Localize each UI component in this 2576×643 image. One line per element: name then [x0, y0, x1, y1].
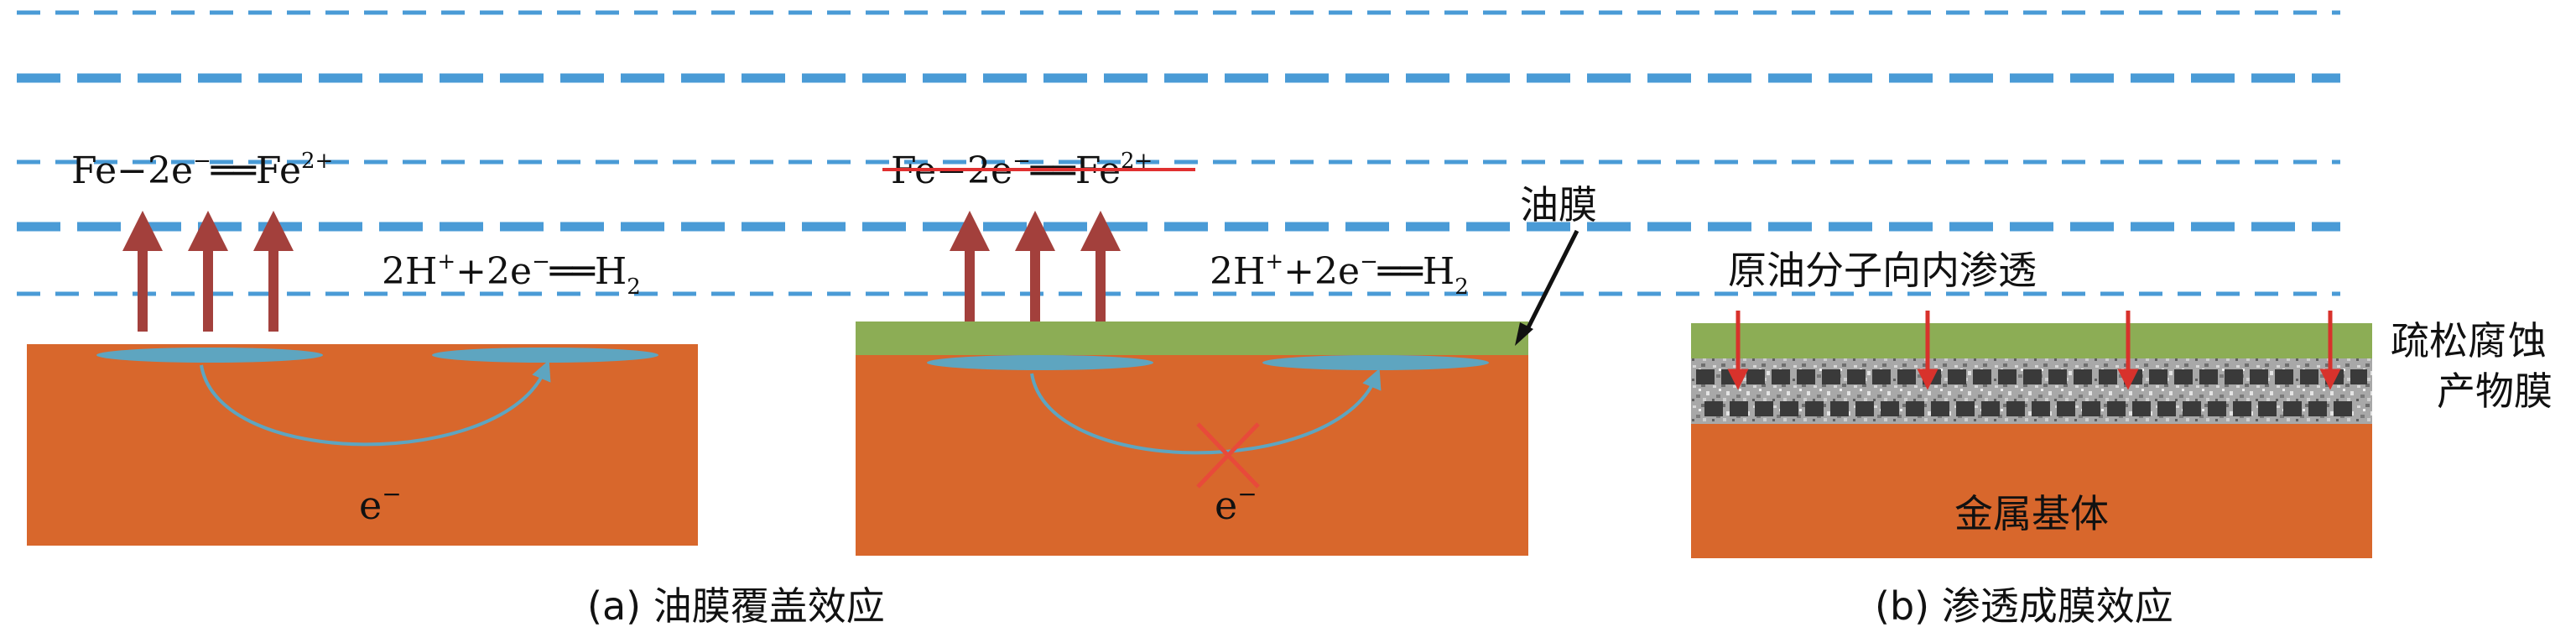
anode-ellipse-a2-left: [927, 355, 1153, 370]
hydrogen-reaction-a2: 2H++2e−══H2: [1210, 249, 1469, 300]
fe-ion-arrows-a: [122, 211, 294, 332]
oil-film-label: 油膜: [1520, 182, 1597, 227]
panel-a-bare-metal: Fe−2e−══Fe2+ 2H++2e−══H2 e− (a) 油膜覆盖效应: [27, 149, 885, 629]
corrosion-film-label-2: 蚀: [2508, 318, 2547, 363]
panel-a-oil-covered: Fe−2e−══Fe2+ 2H++2e−══H2 油膜 e−: [856, 149, 1597, 556]
oil-film-pointer: [1522, 229, 1579, 336]
fe-oxidation-reaction-a: Fe−2e−══Fe2+: [71, 149, 333, 192]
electron-label-a2: e−: [1215, 480, 1257, 528]
corrosion-film-blocks: [1696, 369, 2367, 416]
corrosion-film-label: 疏松腐: [2391, 318, 2506, 363]
caption-b: (b) 渗透成膜效应: [1875, 583, 2173, 629]
penetration-arrows: [1727, 311, 2341, 390]
metal-substrate-label: 金属基体: [1954, 491, 2109, 536]
corrosion-film-label-3: 产物膜: [2437, 369, 2553, 414]
electron-label-a: e−: [359, 480, 402, 528]
fluid-dashed-lines: [17, 10, 2340, 296]
anode-ellipse-a-left: [96, 348, 323, 363]
blocked-cross: [1196, 422, 1260, 489]
metal-substrate-b: [1691, 420, 2372, 558]
penetration-label: 原油分子向内渗透: [1728, 248, 2037, 293]
anode-ellipse-a2-right: [1262, 355, 1489, 370]
anode-ellipse-a-right: [432, 348, 658, 363]
electron-flow-a: [200, 359, 551, 447]
caption-a: (a) 油膜覆盖效应: [587, 583, 885, 629]
oil-film-layer-b: [1691, 323, 2372, 358]
electron-flow-a2: [1030, 368, 1382, 455]
fe-ion-arrows-a2: [950, 211, 1121, 322]
oil-film-layer: [856, 322, 1528, 355]
panel-b-penetration: 原油分子向内渗透 疏松腐 蚀 产物膜 金属基体 (b) 渗透成膜效应: [1691, 248, 2553, 629]
oil-film-pointer-head: [1515, 322, 1533, 346]
hydrogen-reaction-a: 2H++2e−══H2: [382, 249, 641, 300]
